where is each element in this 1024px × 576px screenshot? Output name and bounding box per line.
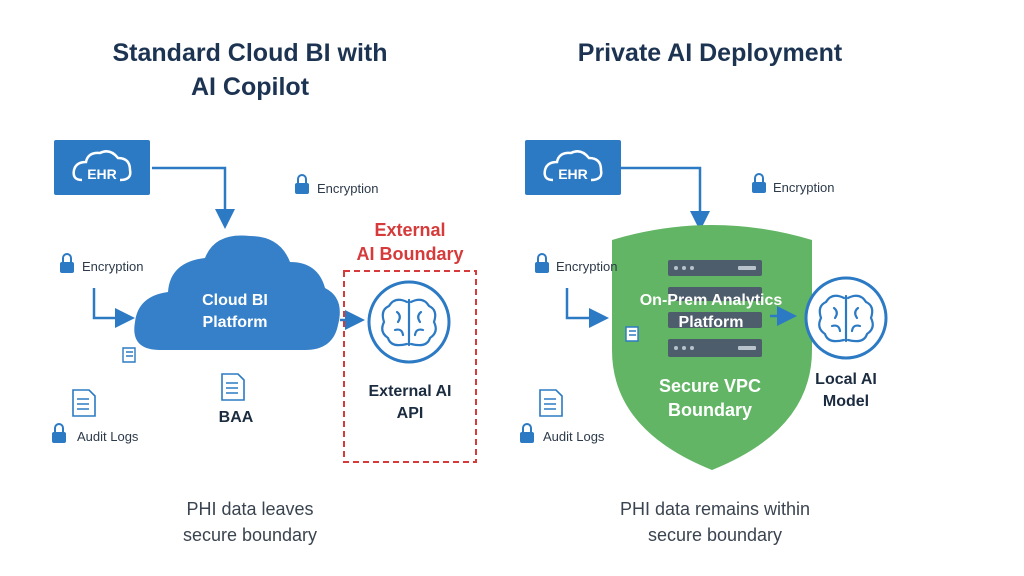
api-label-line1: External AI xyxy=(368,383,452,400)
left-title-line1: Standard Cloud BI with xyxy=(112,39,388,67)
cloud-icon xyxy=(72,150,132,182)
external-ai-boundary-box xyxy=(343,270,477,463)
brain-icon xyxy=(381,298,437,347)
local-ai-model-label: Local AI Model xyxy=(796,369,896,413)
cloud-bi-label-line2: Platform xyxy=(202,314,268,331)
platform-label-line2: Platform xyxy=(678,314,744,331)
lock-icon xyxy=(295,174,309,194)
right-ehr-label: EHR xyxy=(558,166,588,182)
boundary-label-line2: AI Boundary xyxy=(356,244,464,264)
scroll-icon xyxy=(122,347,136,363)
right-caption-line2: secure boundary xyxy=(647,525,783,545)
brain-icon xyxy=(818,294,874,343)
boundary-label-line1: External xyxy=(374,220,446,240)
lock-icon xyxy=(60,253,74,273)
right-title: Private AI Deployment xyxy=(577,39,843,67)
cloud-bi-platform-shape xyxy=(134,235,340,350)
left-caption-line2: secure boundary xyxy=(182,525,318,545)
cloud-bi-label: Cloud BI Platform xyxy=(170,290,300,334)
right-encryption-to-shield-arrow xyxy=(565,288,609,328)
encryption-to-cloud-arrow xyxy=(92,288,135,328)
ehr-to-cloud-arrow xyxy=(152,166,235,229)
right-encryption-left: Encryption xyxy=(556,259,618,274)
model-label-line1: Local AI xyxy=(815,371,877,388)
on-prem-platform-label: On-Prem Analytics Platform xyxy=(616,290,806,334)
document-icon xyxy=(539,389,563,417)
secure-vpc-label: Secure VPC Boundary xyxy=(640,374,780,422)
left-encryption-top: Encryption xyxy=(317,181,379,196)
lock-icon xyxy=(520,423,534,443)
right-audit-logs-label: Audit Logs xyxy=(543,429,605,444)
vpc-label-line2: Boundary xyxy=(667,400,752,420)
right-encryption-top: Encryption xyxy=(773,180,835,195)
model-label-line2: Model xyxy=(822,393,870,410)
cloud-icon xyxy=(543,150,603,182)
left-ehr-box: EHR xyxy=(54,140,150,195)
lock-icon xyxy=(752,173,766,193)
vpc-label-line1: Secure VPC xyxy=(658,376,762,396)
cloud-bi-label-line1: Cloud BI xyxy=(202,292,268,309)
right-caption-line1: PHI data remains within xyxy=(619,499,811,519)
external-ai-boundary-label: External AI Boundary xyxy=(340,218,480,266)
left-caption-line1: PHI data leaves xyxy=(186,499,314,519)
left-title-line2: AI Copilot xyxy=(190,73,310,101)
lock-icon xyxy=(52,423,66,443)
server-icon xyxy=(668,260,762,357)
right-ehr-to-shield-arrow xyxy=(620,166,710,231)
left-caption: PHI data leaves secure boundary xyxy=(120,496,380,548)
lock-icon xyxy=(535,253,549,273)
left-audit-logs-label: Audit Logs xyxy=(77,429,139,444)
left-title: Standard Cloud BI with AI Copilot xyxy=(60,36,440,104)
api-label-line2: API xyxy=(396,405,424,422)
left-ehr-label: EHR xyxy=(87,166,117,182)
document-icon xyxy=(221,373,245,401)
left-encryption-left: Encryption xyxy=(82,259,144,274)
scroll-icon xyxy=(625,326,639,342)
external-ai-api-label: External AI API xyxy=(345,381,475,425)
platform-label-line1: On-Prem Analytics xyxy=(639,292,783,309)
right-ehr-box: EHR xyxy=(525,140,621,195)
document-icon xyxy=(72,389,96,417)
right-caption: PHI data remains within secure boundary xyxy=(580,496,850,548)
baa-label: BAA xyxy=(218,409,254,426)
